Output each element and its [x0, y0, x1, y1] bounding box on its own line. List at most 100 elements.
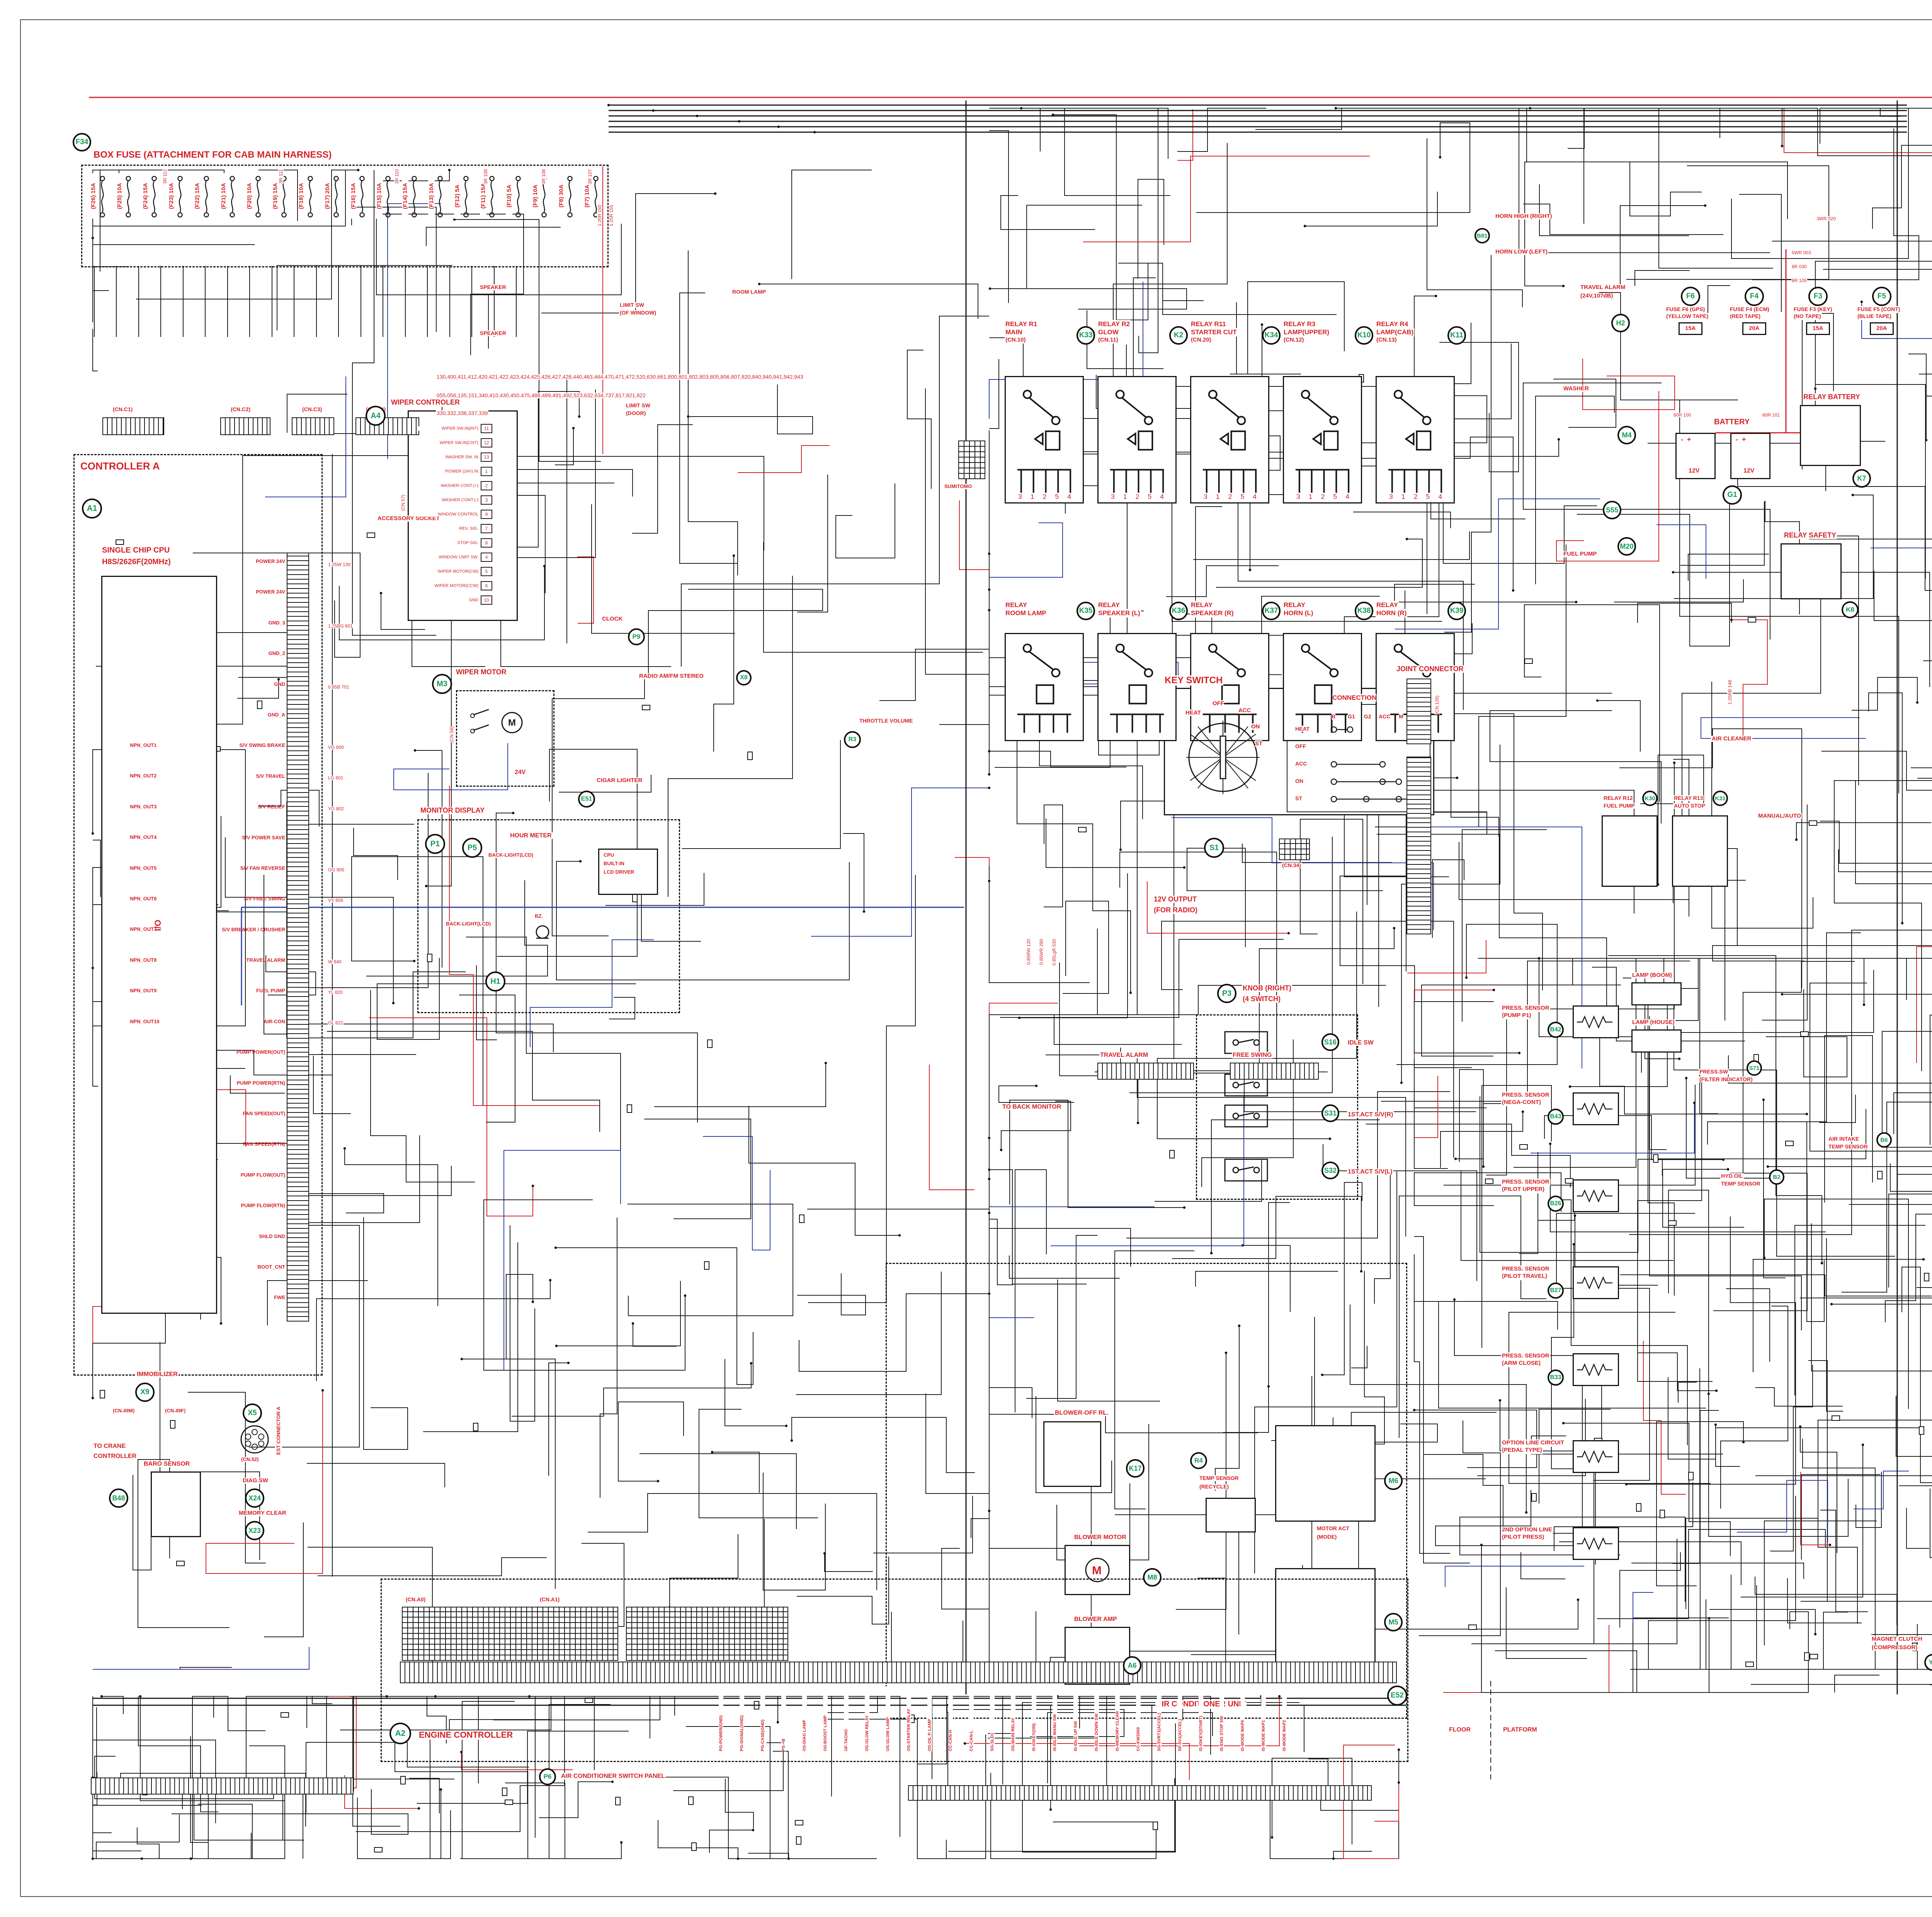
wire-code: OG 805: [328, 867, 345, 873]
tag-r3: R3: [844, 731, 861, 748]
press-sensor-sub: (ARM CLOSE): [1501, 1359, 1541, 1367]
to-crane-label-1: TO CRANE: [93, 1443, 127, 1450]
fuse-label: (F20) 10A: [246, 173, 253, 219]
svg-text:4: 4: [1345, 493, 1349, 500]
washer-label: WASHER: [1563, 385, 1590, 392]
sumitomo-connector: [958, 441, 985, 479]
npn-label: NPN_OUT1: [130, 742, 157, 748]
npn-label: NPN_OUT7: [130, 926, 157, 932]
npn-label: NPN_OUT2: [130, 773, 157, 779]
fuse: (F18) 10A: [296, 173, 316, 221]
press-sensor-sub: (PUMP P1): [1501, 1012, 1532, 1019]
press-sensor-box: [1573, 1266, 1619, 1299]
fuse-amp: 20A: [1742, 322, 1766, 335]
npn-label: NPN_OUT3: [130, 803, 157, 810]
backlight-label-1: BACK-LIGHT(LCD): [488, 852, 534, 858]
battery-label: BATTERY: [1713, 418, 1751, 427]
svg-text:5: 5: [1426, 493, 1430, 500]
controller-signal: POWER 24V: [256, 589, 285, 595]
fuse-box-region: [81, 165, 609, 267]
wire-code: 1.25R 155: [609, 205, 614, 226]
press-sensor-sub: (PILOT UPPER): [1501, 1186, 1546, 1193]
wiper-pin-row: WIPER SW.IN(CNT) 12: [417, 435, 492, 450]
relay-cn: (CN.13): [1376, 336, 1398, 344]
controller-signal: FAN SPEED(OUT): [243, 1111, 285, 1117]
wire-string-3: 330,332,336,337,339: [436, 410, 489, 417]
relay-tag: K36: [1169, 602, 1188, 620]
npn-label: NPN_OUT9: [130, 988, 157, 994]
svg-text:2: 2: [1043, 493, 1047, 500]
battery-2-polarity: - +: [1735, 435, 1747, 444]
relay-row-1: RELAY R1 MAIN (CN.10) K33: [1005, 320, 1468, 504]
engine-signal: OS-DIAG LAMP: [802, 1686, 807, 1751]
press-sensor-tag: B26: [1548, 1196, 1564, 1212]
engine-signal: IS-MODE MAP1: [1261, 1686, 1266, 1751]
tag-e51: E51: [578, 791, 595, 808]
bottom-connector-strip-1: [91, 1778, 354, 1795]
tag-s1: S1: [1204, 838, 1224, 858]
fuse: (F13) 10A: [426, 173, 446, 221]
ks-col-m: M: [1399, 713, 1403, 720]
fuse: (F25) 10A: [114, 173, 134, 221]
wire-code: 8R 030: [1791, 264, 1807, 269]
controller-signal: PUMP FLOW(OUT): [240, 1172, 285, 1178]
temp-sensor-label-2: (RECYCLE): [1199, 1483, 1230, 1490]
npn-label: NPN_OUT6: [130, 895, 157, 902]
relay-r12-box: [1602, 815, 1658, 887]
press-sensor-name: PRESS. SENSOR: [1501, 1005, 1550, 1012]
tag-e52: E52: [1387, 1686, 1407, 1706]
press-sensor-name: PRESS. SENSOR: [1501, 1092, 1550, 1099]
press-sensor-name: 2ND OPTION LINE: [1501, 1526, 1553, 1534]
tag-h2: H2: [1611, 314, 1630, 332]
dial-heat: HEAT: [1185, 709, 1201, 716]
relay-name: RELAY R2: [1097, 320, 1131, 328]
horn-high-label: HORN HIGH (RIGHT): [1495, 213, 1553, 220]
travel-alarm-spec: (24V,107dB): [1580, 293, 1614, 299]
relay-tag: K10: [1355, 326, 1373, 345]
tag-a6: A6: [1123, 1656, 1141, 1675]
fuse-symbol-icon: [463, 176, 469, 218]
fuse-block: F5 FUSE F5 (CONT) (BLUE TAPE) 20A: [1857, 287, 1920, 335]
controller-signal: S/V RELIEF: [258, 804, 285, 810]
wire-string-1: 130,400,411,412,420,421,422,423,424,425,…: [436, 374, 804, 380]
press-sensor-sub: (NEGA-CONT): [1501, 1099, 1542, 1106]
tag-a4: A4: [366, 406, 386, 426]
fuse-tag: F4: [1745, 287, 1764, 306]
controller-signal: S/V FREE SWING: [244, 896, 285, 902]
relay-r13-label-1: RELAY R13: [1673, 795, 1704, 801]
wiper-controller-pins: WIPER SW.IN(INT) 11 WIPER SW.IN(CNT) 12 …: [417, 421, 492, 607]
tag-g1: G1: [1723, 485, 1742, 505]
wiper-pin-name: STOP SIG.: [417, 540, 481, 545]
press-sensor-tag: B42: [1548, 1022, 1564, 1038]
wiper-pin-number: 13: [481, 452, 492, 462]
cpu-label-2: H8S/2626F(20MHz): [101, 558, 172, 566]
fuse-tag: F6: [1681, 287, 1700, 306]
tag-s16: S16: [1321, 1033, 1339, 1051]
fuse: (F22) 15A: [192, 173, 212, 221]
air-cleaner-label: AIR CLEANER: [1711, 735, 1752, 742]
engine-signal: OS-STARTER RELAY: [906, 1686, 911, 1751]
wire-code: 3R 110: [394, 169, 400, 184]
wire-code: 60R 101: [1762, 412, 1781, 418]
controller-signal: BOOT_CNT: [257, 1264, 286, 1270]
tag-m4: M4: [1617, 426, 1636, 444]
engine-signal: OS-BOOST LAMP: [823, 1686, 828, 1751]
tag-a2: A2: [389, 1723, 411, 1744]
press-sensor-sub: (PEDAL TYPE): [1501, 1446, 1543, 1454]
cn-c4-connector: [355, 417, 419, 435]
tag-b6: B6: [1876, 1132, 1892, 1148]
tag-x24: X24: [245, 1488, 264, 1508]
fuse-symbol-icon: [489, 176, 495, 218]
cn-a0-label: (CN.A0): [405, 1596, 427, 1603]
wiper-pin-name: WINDOW CONTROL: [417, 512, 481, 517]
press-sensor-block: PRESS. SENSOR (PILOT UPPER) B26: [1501, 1179, 1629, 1266]
wire-code: 3R 111: [278, 169, 284, 184]
fuse-symbol-icon: [177, 176, 183, 218]
fuse-name: FUSE F4 (ECM): [1729, 306, 1770, 313]
cn34-connector: [1279, 839, 1310, 860]
engine-signal: IS-MODE MAP0: [1240, 1686, 1245, 1751]
tag-k17: K17: [1126, 1459, 1145, 1478]
cn-c2-connector: [220, 417, 270, 435]
tag-p5: P5: [462, 838, 482, 858]
relay-cn: (CN.10): [1005, 336, 1027, 344]
